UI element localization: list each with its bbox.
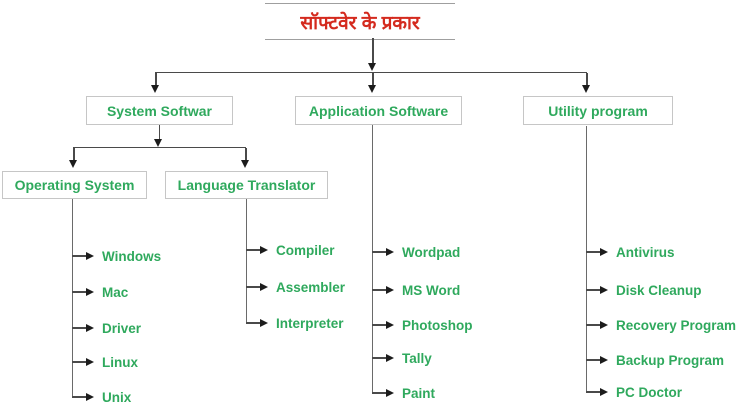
arrowhead-down-icon xyxy=(367,63,376,71)
branch-line xyxy=(372,392,386,394)
leaf-windows: Windows xyxy=(72,246,161,266)
branch-line xyxy=(72,396,86,398)
leaf-label: Wordpad xyxy=(402,244,461,260)
leaf-label: Windows xyxy=(102,248,162,264)
leaf-label: Mac xyxy=(102,284,129,300)
arrowhead-right-icon xyxy=(386,354,394,362)
branch-line xyxy=(246,286,260,288)
node-language-translator: Language Translator xyxy=(165,171,328,199)
arrowhead-right-icon xyxy=(86,393,94,401)
arrowhead-right-icon xyxy=(600,388,608,396)
leaf-label: PC Doctor xyxy=(616,384,683,400)
branch-line xyxy=(586,359,600,361)
spine-operating-system xyxy=(71,199,73,397)
leaf-label: Antivirus xyxy=(616,244,675,260)
connector-title-stem xyxy=(372,38,374,65)
arrowhead-right-icon xyxy=(600,356,608,364)
branch-line xyxy=(586,391,600,393)
arrowhead-right-icon xyxy=(86,358,94,366)
arrowhead-right-icon xyxy=(386,389,394,397)
arrowhead-right-icon xyxy=(600,321,608,329)
arrowhead-down-icon xyxy=(240,160,249,168)
arrowhead-right-icon xyxy=(386,286,394,294)
arrowhead-right-icon xyxy=(86,252,94,260)
spine-application xyxy=(371,125,373,393)
connector-stub-operating-system xyxy=(73,148,75,161)
arrowhead-right-icon xyxy=(86,288,94,296)
leaf-linux: Linux xyxy=(72,352,138,372)
spine-utility xyxy=(585,126,587,392)
leaf-label: Paint xyxy=(402,385,436,401)
connector-stub-utility xyxy=(586,73,588,86)
leaf-wordpad: Wordpad xyxy=(372,242,460,262)
branch-line xyxy=(72,361,86,363)
leaf-recovery-program: Recovery Program xyxy=(586,315,736,335)
leaf-label: Linux xyxy=(102,354,138,370)
arrowhead-down-icon xyxy=(150,85,159,93)
arrowhead-right-icon xyxy=(260,246,268,254)
leaf-assembler: Assembler xyxy=(246,277,345,297)
leaf-label: Unix xyxy=(102,389,132,405)
leaf-label: Recovery Program xyxy=(616,317,737,333)
leaf-driver: Driver xyxy=(72,318,141,338)
branch-line xyxy=(72,255,86,257)
connector-stub-application xyxy=(372,73,374,86)
leaf-paint: Paint xyxy=(372,383,435,403)
node-application-software: Application Software xyxy=(295,96,462,125)
leaf-disk-cleanup: Disk Cleanup xyxy=(586,280,702,300)
connector-level2-bar xyxy=(73,146,246,148)
branch-line xyxy=(72,291,86,293)
connector-stub-system xyxy=(155,73,157,86)
leaf-label: Assembler xyxy=(276,279,346,295)
branch-line xyxy=(72,327,86,329)
leaf-label: Compiler xyxy=(276,242,335,258)
leaf-compiler: Compiler xyxy=(246,240,335,260)
leaf-label: Photoshop xyxy=(402,317,473,333)
connector-stub-language-translator xyxy=(245,148,247,161)
node-operating-system: Operating System xyxy=(2,171,147,199)
leaf-label: Driver xyxy=(102,320,142,336)
branch-line xyxy=(586,251,600,253)
branch-line xyxy=(372,251,386,253)
spine-language-translator xyxy=(245,199,247,323)
leaf-unix: Unix xyxy=(72,387,131,407)
arrowhead-down-icon xyxy=(154,139,162,147)
arrowhead-right-icon xyxy=(260,283,268,291)
arrowhead-right-icon xyxy=(600,248,608,256)
node-utility-program: Utility program xyxy=(523,96,673,125)
arrowhead-right-icon xyxy=(600,286,608,294)
leaf-backup-program: Backup Program xyxy=(586,350,724,370)
arrowhead-down-icon xyxy=(581,85,590,93)
branch-line xyxy=(586,324,600,326)
connector-system-stem xyxy=(158,125,160,140)
diagram-title: सॉफ्टवेर के प्रकार xyxy=(265,3,455,40)
leaf-interpreter: Interpreter xyxy=(246,313,344,333)
leaf-ms-word: MS Word xyxy=(372,280,460,300)
branch-line xyxy=(372,357,386,359)
arrowhead-right-icon xyxy=(386,321,394,329)
node-system-software: System Softwar xyxy=(86,96,233,125)
leaf-label: Tally xyxy=(402,350,432,366)
leaf-label: Interpreter xyxy=(276,315,344,331)
arrowhead-down-icon xyxy=(68,160,77,168)
arrowhead-right-icon xyxy=(86,324,94,332)
leaf-label: Backup Program xyxy=(616,352,725,368)
branch-line xyxy=(246,249,260,251)
leaf-pc-doctor: PC Doctor xyxy=(586,382,682,402)
leaf-mac: Mac xyxy=(72,282,128,302)
leaf-antivirus: Antivirus xyxy=(586,242,675,262)
arrowhead-right-icon xyxy=(386,248,394,256)
branch-line xyxy=(372,324,386,326)
leaf-tally: Tally xyxy=(372,348,432,368)
leaf-photoshop: Photoshop xyxy=(372,315,473,335)
leaf-label: Disk Cleanup xyxy=(616,282,702,298)
arrowhead-right-icon xyxy=(260,319,268,327)
leaf-label: MS Word xyxy=(402,282,461,298)
arrowhead-down-icon xyxy=(367,85,376,93)
connector-level1-bar xyxy=(155,71,587,73)
branch-line xyxy=(246,322,260,324)
branch-line xyxy=(372,289,386,291)
branch-line xyxy=(586,289,600,291)
